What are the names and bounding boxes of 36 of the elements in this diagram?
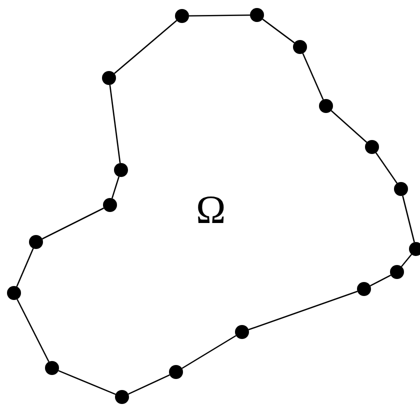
vertex-dot xyxy=(175,9,189,23)
polygon-edge xyxy=(402,196,415,242)
vertex-dot xyxy=(45,361,59,375)
polygon-edge xyxy=(302,53,324,100)
vertex-dot xyxy=(365,140,379,154)
vertex-dot xyxy=(102,71,116,85)
polygon-edge xyxy=(109,84,121,164)
domain-symbol: Ω xyxy=(196,190,226,230)
polygon-edge xyxy=(16,298,50,362)
vertex-dot xyxy=(29,235,43,249)
vertex-dot xyxy=(357,282,371,296)
polygon-edge xyxy=(330,110,368,143)
vertex-dot xyxy=(114,163,128,177)
polygon-edge xyxy=(262,18,295,44)
vertex-dot xyxy=(235,325,249,339)
vertex-dot xyxy=(293,40,307,54)
polygon-edge xyxy=(111,176,120,199)
vertex-dot xyxy=(115,390,129,404)
vertex-dot xyxy=(250,8,264,22)
polygon-edge xyxy=(58,370,116,395)
vertex-dot xyxy=(319,99,333,113)
vertex-dot xyxy=(7,286,21,300)
vertex-dot xyxy=(169,365,183,379)
polygon-edge xyxy=(42,208,104,240)
polygon-edge xyxy=(128,374,170,395)
vertex-dot xyxy=(394,182,408,196)
vertex-dot xyxy=(103,198,117,212)
polygon-edge xyxy=(400,254,412,268)
polygon-edge xyxy=(16,248,34,287)
polygon-edge xyxy=(248,290,358,330)
vertex-dot xyxy=(390,265,404,279)
polygon-edge xyxy=(375,152,398,184)
polygon-edge xyxy=(182,335,236,369)
polygon-edge xyxy=(370,274,392,286)
polygon-edge xyxy=(114,20,178,74)
polygon-edge xyxy=(189,14,250,17)
